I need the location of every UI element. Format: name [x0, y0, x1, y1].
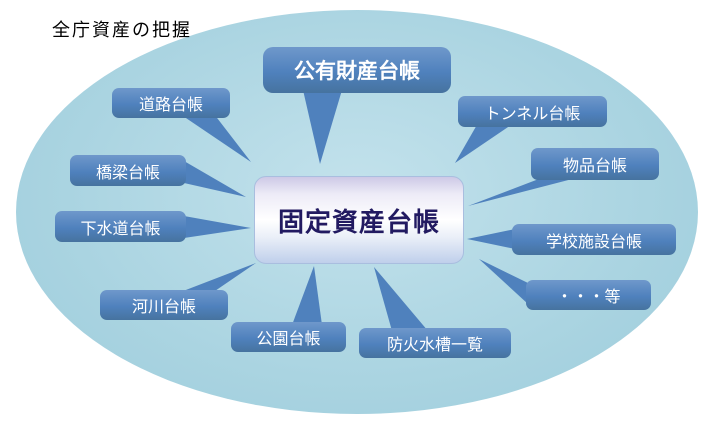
bubble-park-ledger: 公園台帳 [231, 322, 346, 352]
tail-etc [479, 259, 528, 304]
bubble-goods-ledger: 物品台帳 [531, 148, 659, 180]
tail-public-property-ledger [303, 90, 342, 164]
bubble-etc: ・・・等 [526, 280, 651, 310]
bubble-sewer-ledger: 下水道台帳 [55, 211, 186, 242]
tail-river-ledger [178, 263, 256, 293]
tail-tunnel-ledger [455, 123, 514, 163]
diagram-title: 全庁資産の把握 [52, 20, 192, 41]
bubble-school-facility-ledger: 学校施設台帳 [512, 224, 676, 255]
tail-park-ledger [292, 266, 322, 325]
tail-fire-cistern-list [374, 267, 428, 331]
bubble-river-ledger: 河川台帳 [100, 290, 228, 320]
bubble-bridge-ledger: 橋梁台帳 [70, 155, 186, 186]
bubble-fire-cistern-list: 防火水槽一覧 [359, 328, 511, 358]
tail-bridge-ledger [184, 161, 246, 197]
bubble-tunnel-ledger: トンネル台帳 [458, 96, 607, 127]
tail-sewer-ledger [184, 216, 251, 238]
bubble-road-ledger: 道路台帳 [112, 88, 230, 118]
bubble-public-property-ledger: 公有財産台帳 [263, 47, 451, 93]
tail-road-ledger [180, 114, 251, 162]
center-node-fixed-asset-ledger: 固定資産台帳 [254, 176, 464, 264]
tail-goods-ledger [468, 177, 580, 206]
tail-school-facility-ledger [467, 229, 515, 249]
